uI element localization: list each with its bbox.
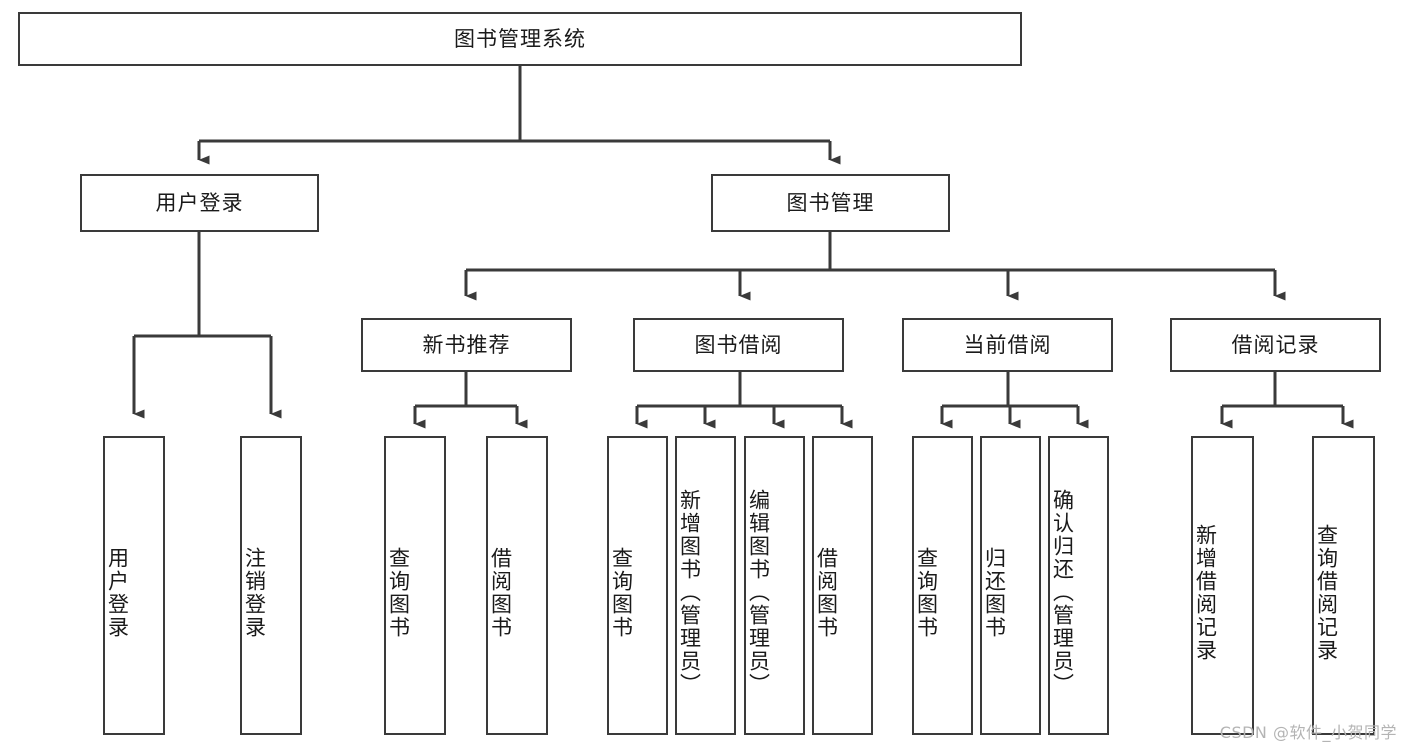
- connector-root-to-level2: [197, 66, 841, 165]
- node-label-leaf-newbook-borrow-book: 借阅图书: [488, 546, 513, 639]
- node-label-leaf-newbook-query-book: 查询图书: [386, 546, 411, 639]
- node-leaf-query-borrow-record[interactable]: 查询借阅记录: [1312, 436, 1375, 735]
- node-label-user-login: 用户登录: [155, 190, 244, 215]
- connector-currentborrow-to-leaves: [940, 372, 1089, 429]
- node-label-leaf-query-borrow-record: 查询借阅记录: [1314, 523, 1339, 662]
- node-leaf-newbook-borrow-book[interactable]: 借阅图书: [486, 436, 548, 735]
- node-leaf-logout[interactable]: 注销登录: [240, 436, 302, 735]
- node-label-leaf-logout: 注销登录: [242, 546, 267, 639]
- node-leaf-newbook-query-book[interactable]: 查询图书: [384, 436, 446, 735]
- node-label-leaf-add-book-admin: 新增图书（管理员）: [677, 489, 702, 696]
- connector-bookborrow-to-leaves: [635, 372, 853, 429]
- node-leaf-confirm-return-admin[interactable]: 确认归还（管理员）: [1048, 436, 1109, 735]
- node-leaf-borrow-query-book[interactable]: 查询图书: [607, 436, 668, 735]
- connector-bookmgmt-to-level3: [464, 232, 1286, 301]
- node-label-leaf-add-borrow-record: 新增借阅记录: [1193, 523, 1218, 662]
- node-label-root: 图书管理系统: [454, 26, 586, 51]
- node-label-leaf-user-login: 用户登录: [105, 546, 130, 639]
- node-label-leaf-edit-book-admin: 编辑图书（管理员）: [746, 489, 771, 696]
- node-label-leaf-confirm-return-admin: 确认归还（管理员）: [1050, 489, 1075, 696]
- node-leaf-return-book[interactable]: 归还图书: [980, 436, 1041, 735]
- connector-userlogin-to-leaves: [132, 232, 282, 419]
- node-label-borrow-record: 借阅记录: [1231, 332, 1320, 357]
- node-leaf-user-login[interactable]: 用户登录: [103, 436, 165, 735]
- connector-borrowrecord-to-leaves: [1220, 372, 1354, 429]
- node-book-management[interactable]: 图书管理: [711, 174, 950, 232]
- node-label-leaf-borrow-query-book: 查询图书: [609, 546, 634, 639]
- node-user-login[interactable]: 用户登录: [80, 174, 319, 232]
- node-leaf-current-query-book[interactable]: 查询图书: [912, 436, 973, 735]
- node-label-new-book-recommend: 新书推荐: [422, 332, 511, 357]
- node-label-leaf-current-query-book: 查询图书: [914, 546, 939, 639]
- node-leaf-borrow-borrow-book[interactable]: 借阅图书: [812, 436, 873, 735]
- node-root-book-management-system[interactable]: 图书管理系统: [18, 12, 1022, 66]
- node-leaf-edit-book-admin[interactable]: 编辑图书（管理员）: [744, 436, 805, 735]
- node-leaf-add-book-admin[interactable]: 新增图书（管理员）: [675, 436, 736, 735]
- node-label-book-management: 图书管理: [786, 190, 875, 215]
- node-book-borrow[interactable]: 图书借阅: [633, 318, 844, 372]
- node-borrow-record[interactable]: 借阅记录: [1170, 318, 1381, 372]
- node-label-current-borrow: 当前借阅: [963, 332, 1052, 357]
- node-label-leaf-borrow-borrow-book: 借阅图书: [814, 546, 839, 639]
- node-new-book-recommend[interactable]: 新书推荐: [361, 318, 572, 372]
- node-label-leaf-return-book: 归还图书: [982, 546, 1007, 639]
- node-leaf-add-borrow-record[interactable]: 新增借阅记录: [1191, 436, 1254, 735]
- connector-newbook-to-leaves: [413, 372, 528, 429]
- node-label-book-borrow: 图书借阅: [694, 332, 783, 357]
- watermark-text: CSDN @软件_小贺同学: [1219, 723, 1397, 742]
- node-current-borrow[interactable]: 当前借阅: [902, 318, 1113, 372]
